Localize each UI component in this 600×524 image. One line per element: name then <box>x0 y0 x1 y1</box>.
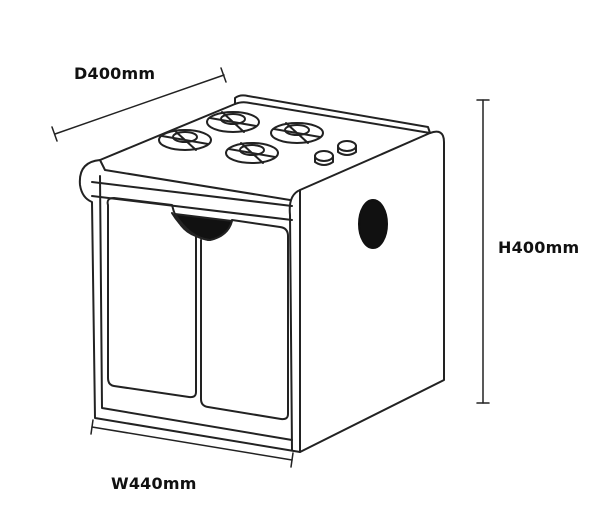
cooktop-surface <box>99 101 431 161</box>
height-label: H400mm <box>498 238 580 257</box>
front-rail <box>91 181 293 221</box>
left-door <box>106 197 197 399</box>
left-panel <box>78 159 301 453</box>
side-panel <box>299 130 445 453</box>
burner-front-right <box>225 142 279 164</box>
side-panel-inner-curve <box>288 189 301 451</box>
height-dimension-line <box>476 99 490 404</box>
left-panel-inner <box>99 175 293 441</box>
cooktop-front-edge <box>99 159 291 201</box>
depth-dimension-line <box>51 67 227 142</box>
burner-front-left <box>158 129 212 151</box>
width-dimension-line <box>90 419 294 468</box>
width-label: W440mm <box>111 474 197 493</box>
knob-left <box>314 150 334 166</box>
burner-back-right <box>270 122 324 144</box>
side-hole <box>358 199 388 249</box>
knob-right <box>337 140 357 156</box>
depth-label: D400mm <box>74 64 156 83</box>
burner-back-left <box>206 111 260 133</box>
door-handle-cutout <box>174 213 233 241</box>
back-panel <box>234 94 431 134</box>
right-door <box>171 212 289 421</box>
